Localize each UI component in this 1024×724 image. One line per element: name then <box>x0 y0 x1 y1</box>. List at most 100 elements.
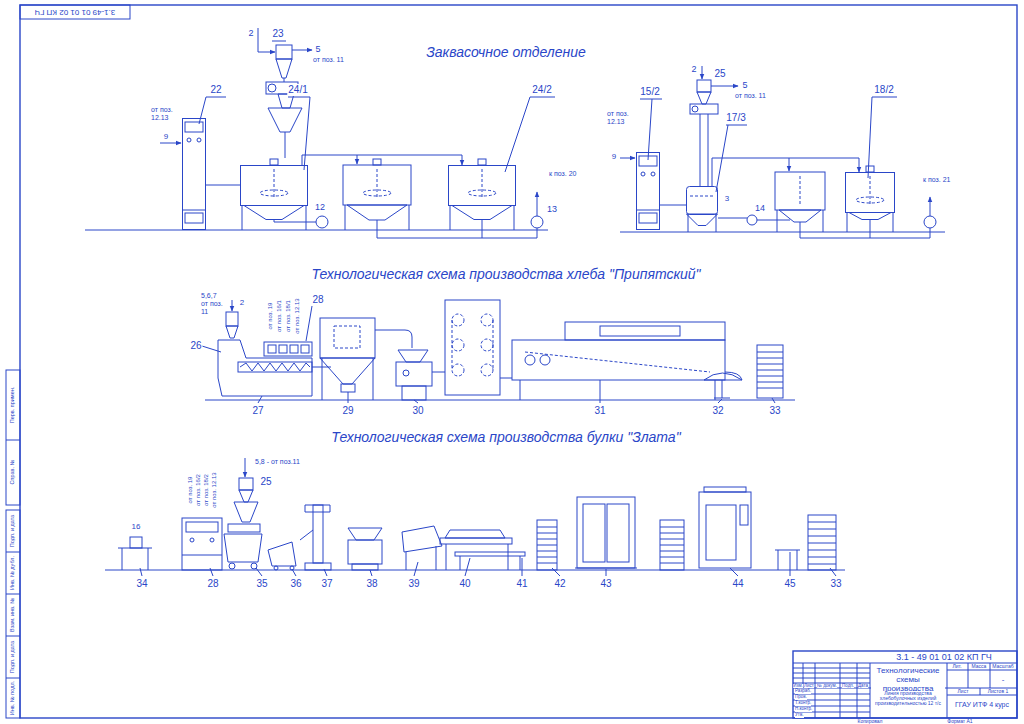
drawing-line <box>660 539 684 540</box>
drawing-circle <box>190 538 194 542</box>
callout-number: 22 <box>209 84 222 96</box>
annotation-text: от поз. 11 <box>312 56 345 64</box>
drawing-polygon <box>697 92 711 104</box>
drawing-line <box>460 556 461 570</box>
drawing-rect <box>757 345 783 398</box>
equipment-outline <box>845 172 895 220</box>
drawing-circle <box>452 339 464 351</box>
callout-number: 26 <box>189 340 202 352</box>
callout-number: 40 <box>458 578 471 590</box>
drawing-ellipse <box>260 190 288 196</box>
drawing-rect <box>279 345 287 353</box>
drawing-line <box>284 78 285 82</box>
drawing-rect <box>704 487 746 492</box>
drawing-line <box>990 663 991 688</box>
drawing-ellipse <box>363 190 391 196</box>
drawing-line <box>414 562 418 576</box>
drawing-line <box>357 155 358 164</box>
drawing-line <box>6 594 20 595</box>
drawing-line <box>718 399 722 403</box>
drawing-rect <box>639 213 657 223</box>
drawing-line <box>232 300 233 311</box>
drawing-line <box>406 552 407 570</box>
annotation-text: Дата <box>858 684 868 689</box>
drawing-circle <box>481 314 493 326</box>
annotation-text: Подп. и дата <box>10 515 16 547</box>
drawing-circle <box>747 215 757 225</box>
drawing-rect <box>537 520 557 570</box>
drawing-line <box>808 543 836 544</box>
drawing-circle <box>268 84 276 92</box>
drawing-rect <box>186 522 218 532</box>
drawing-line <box>808 557 836 558</box>
equipment-outline <box>686 186 718 226</box>
drawing-polygon <box>244 206 304 220</box>
drawing-line <box>505 97 530 172</box>
drawing-line <box>6 636 20 637</box>
drawing-line <box>793 668 870 669</box>
drawing-rect <box>373 159 381 165</box>
drawing-path <box>704 373 742 380</box>
drawing-rect <box>440 538 512 544</box>
drawing-line <box>306 306 312 341</box>
drawing-rect <box>478 159 486 165</box>
drawing-line <box>285 132 286 158</box>
pipeline <box>660 205 686 206</box>
drawing-polygon <box>268 542 296 566</box>
drawing-polygon <box>276 59 292 78</box>
drawing-line <box>793 712 870 713</box>
drawing-line <box>730 568 738 576</box>
drawing-line <box>778 550 779 570</box>
drawing-rect <box>706 505 736 560</box>
drawing-line <box>465 558 470 576</box>
callout-number: 30 <box>411 405 424 417</box>
callout-number: 44 <box>731 578 744 590</box>
drawing-line <box>6 440 20 441</box>
callout-number: 36 <box>289 578 302 590</box>
annotation-text: от поз. 19 <box>187 476 194 505</box>
drawing-line <box>450 205 451 230</box>
callout-number: 17/3 <box>725 112 746 124</box>
callout-number: 28 <box>206 578 219 590</box>
drawing-line <box>808 536 836 537</box>
drawing-rect <box>241 166 308 206</box>
drawing-line <box>525 352 710 372</box>
drawing-circle <box>692 106 698 112</box>
drawing-rect <box>305 563 331 570</box>
drawing-polygon <box>452 206 512 220</box>
pipeline <box>302 155 462 165</box>
callout-number: 2 <box>239 298 245 307</box>
drawing-line <box>808 550 836 551</box>
drawing-rect <box>20 5 130 19</box>
drawing-line <box>711 86 738 87</box>
annotation-text: от поз. 19 <box>267 302 274 331</box>
drawing-line <box>947 663 948 718</box>
drawing-line <box>508 544 509 570</box>
drawing-line <box>660 545 684 546</box>
drawing-line <box>140 568 142 576</box>
drawing-line <box>726 125 747 126</box>
drawing-line <box>210 568 213 576</box>
annotation-text: от поз. 12.13 <box>150 106 180 122</box>
drawing-line <box>182 555 222 556</box>
drawing-line <box>716 214 717 232</box>
drawing-rect <box>313 505 323 563</box>
drawing-line <box>823 210 824 232</box>
drawing-line <box>520 556 521 570</box>
drawing-rect <box>639 156 657 166</box>
annotation-text: Линия производства хлебобулочных изделий… <box>871 691 945 706</box>
annotation-text: от поз. 12.13 <box>211 471 218 508</box>
callout-number: 2 <box>690 64 697 74</box>
drawing-rect <box>301 345 309 353</box>
drawing-rect <box>239 478 253 490</box>
drawing-line <box>947 670 1017 671</box>
drawing-rect <box>6 510 20 718</box>
drawing-circle <box>531 216 543 228</box>
annotation-text: 3.1 - 49 01 01 02 КП ГЧ <box>895 652 993 662</box>
callout-number: 43 <box>599 578 612 590</box>
annotation-text: Лист <box>804 684 814 689</box>
annotation-text: Н.контр. <box>795 707 812 712</box>
drawing-rect <box>808 515 836 570</box>
callout-number: 14 <box>754 203 766 213</box>
